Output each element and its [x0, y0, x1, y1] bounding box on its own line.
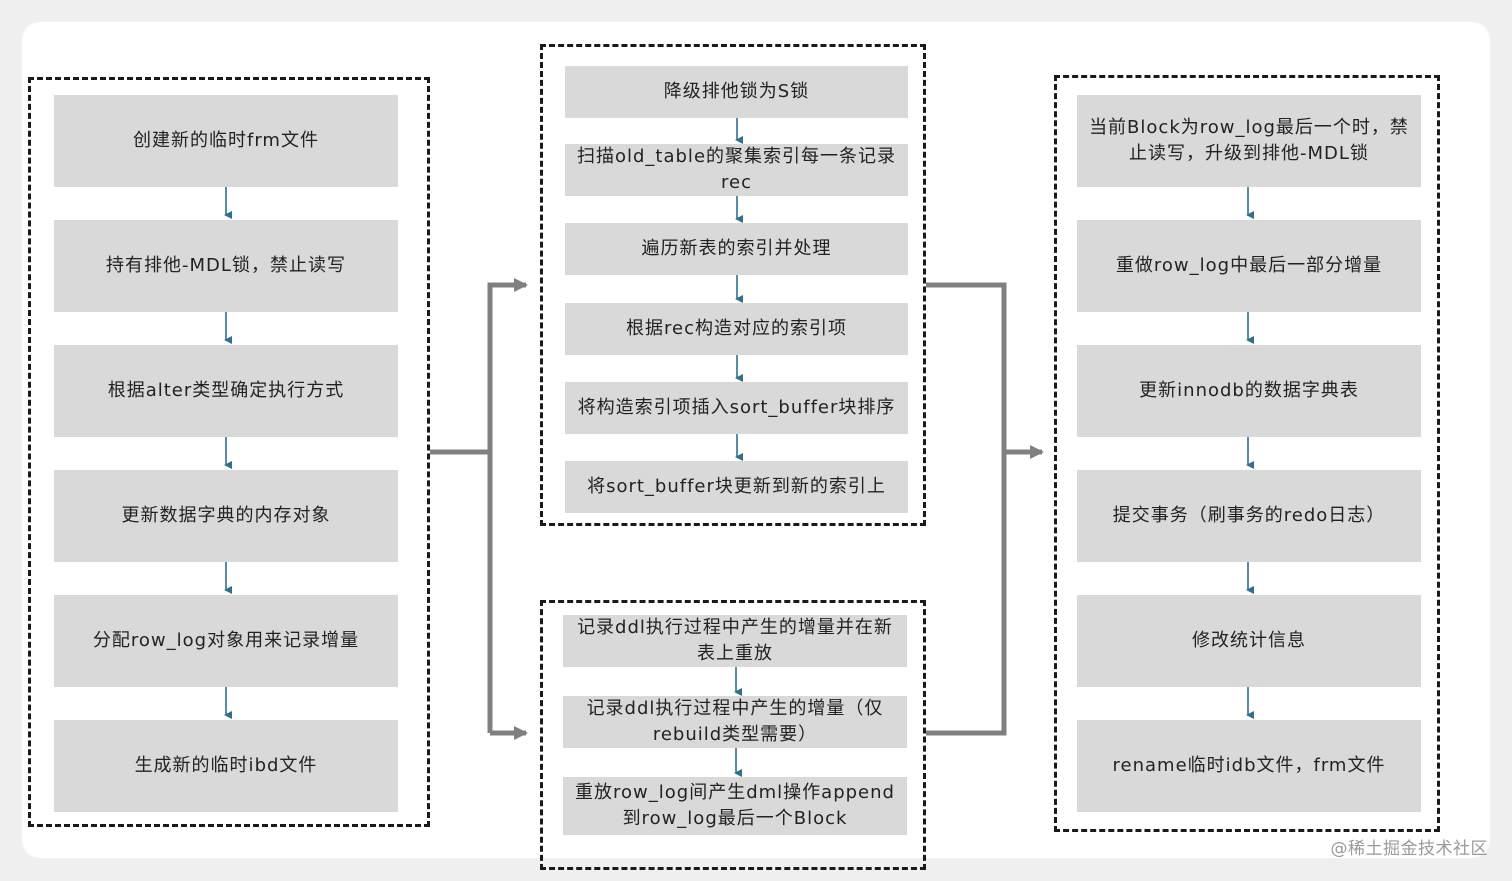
step-upgrade-mdl: 当前Block为row_log最后一个时，禁止读写，升级到排他-MDL锁	[1077, 95, 1421, 187]
left-group	[28, 77, 430, 827]
step-record-increment: 记录ddl执行过程中产生的增量（仅rebuild类型需要）	[563, 696, 907, 748]
step-downgrade-lock: 降级排他锁为S锁	[565, 66, 908, 118]
step-create-frm: 创建新的临时frm文件	[54, 95, 398, 187]
step-scan-old-table: 扫描old_table的聚集索引每一条记录rec	[565, 144, 908, 196]
middle-bottom-group	[540, 600, 926, 870]
step-hold-mdl-lock: 持有排他-MDL锁，禁止读写	[54, 220, 398, 312]
step-traverse-index: 遍历新表的索引并处理	[565, 223, 908, 275]
middle-top-group	[540, 44, 926, 526]
step-build-index-entry: 根据rec构造对应的索引项	[565, 303, 908, 355]
step-update-innodb-dict: 更新innodb的数据字典表	[1077, 345, 1421, 437]
watermark: @稀土掘金技术社区	[1330, 839, 1488, 859]
step-alloc-row-log: 分配row_log对象用来记录增量	[54, 595, 398, 687]
right-group	[1054, 75, 1440, 832]
step-record-replay-increment: 记录ddl执行过程中产生的增量并在新表上重放	[563, 615, 907, 667]
step-flush-sort-buffer: 将sort_buffer块更新到新的索引上	[565, 461, 908, 513]
step-update-dict-memory: 更新数据字典的内存对象	[54, 470, 398, 562]
step-redo-row-log: 重做row_log中最后一部分增量	[1077, 220, 1421, 312]
step-create-ibd: 生成新的临时ibd文件	[54, 720, 398, 812]
step-commit-transaction: 提交事务（刷事务的redo日志）	[1077, 470, 1421, 562]
step-rename-files: rename临时idb文件，frm文件	[1077, 720, 1421, 812]
step-determine-alter: 根据alter类型确定执行方式	[54, 345, 398, 437]
step-replay-dml: 重放row_log间产生dml操作append到row_log最后一个Block	[563, 777, 907, 835]
step-insert-sort-buffer: 将构造索引项插入sort_buffer块排序	[565, 382, 908, 434]
step-update-stats: 修改统计信息	[1077, 595, 1421, 687]
